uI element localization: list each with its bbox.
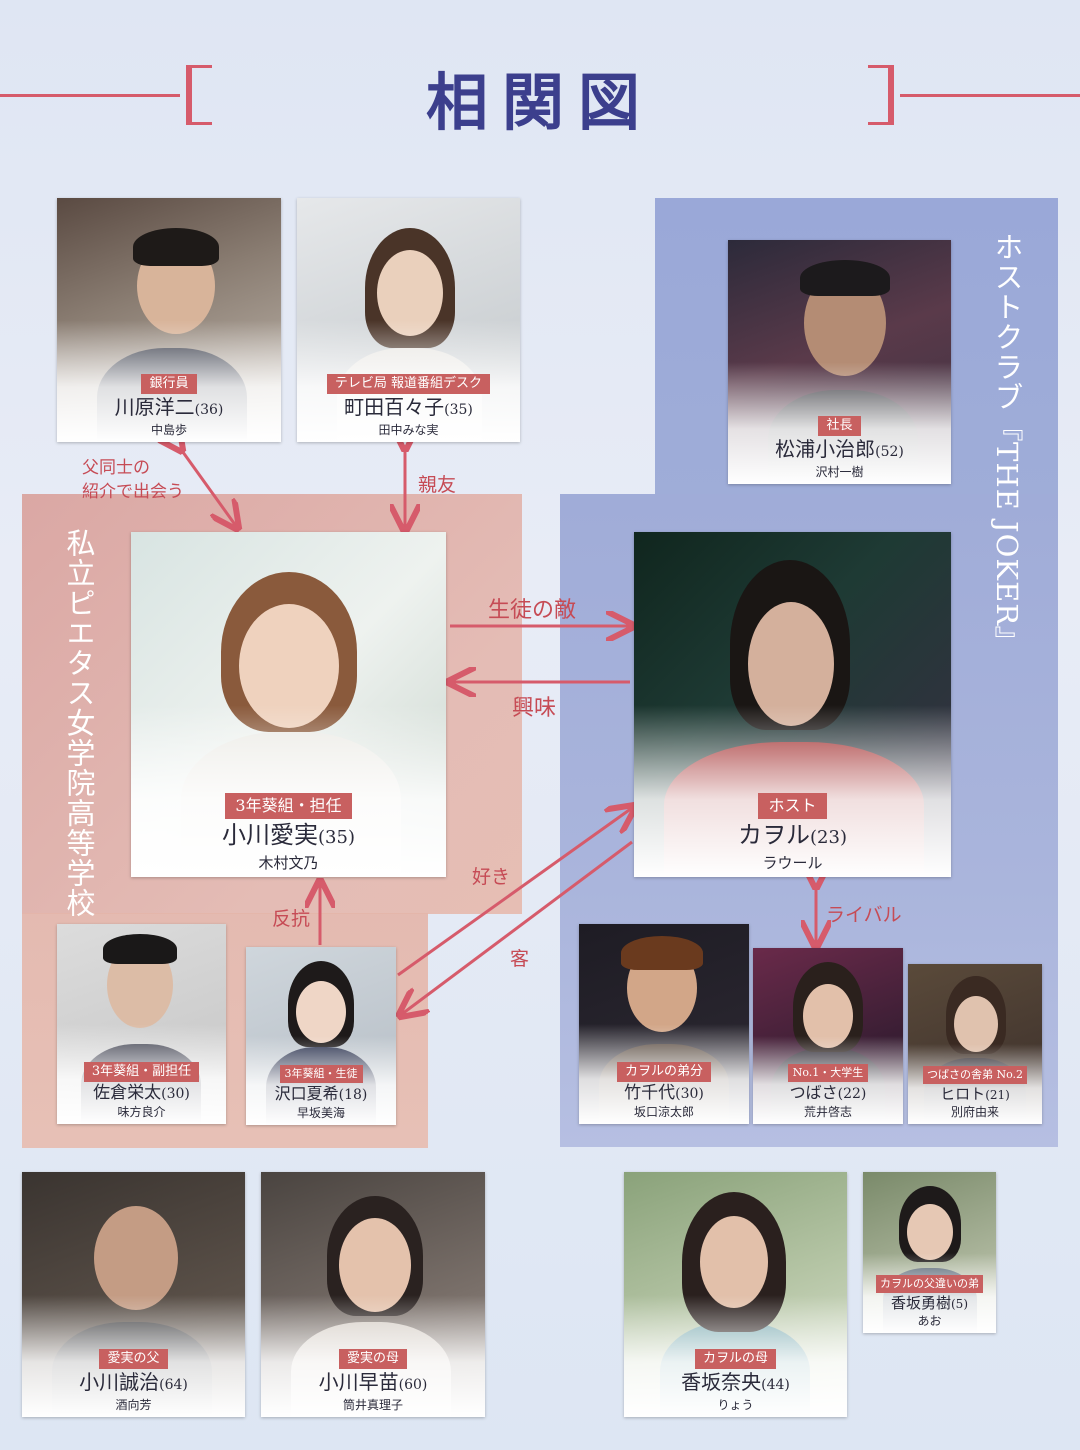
character-card-ogawa-seiji[interactable]: 愛実の父 小川誠治(64) 酒向芳 <box>22 1172 245 1417</box>
title-line-right <box>900 94 1080 97</box>
actor-name: 沢村一樹 <box>815 465 864 479</box>
character-age: (36) <box>194 402 224 418</box>
character-card-kousaka-nao[interactable]: カヲルの母 香坂奈央(44) りょう <box>624 1172 847 1417</box>
character-age: (64) <box>159 1377 188 1393</box>
actor-name: ラウール <box>762 854 823 872</box>
character-age: (52) <box>875 444 904 460</box>
page-title: 相関図 <box>425 66 654 139</box>
relation-customer: 客 <box>510 948 530 970</box>
actor-name: 田中みな実 <box>378 423 439 437</box>
character-card-kawahara[interactable]: 銀行員 川原洋二(36) 中島歩 <box>57 198 281 442</box>
character-name: 佐倉栄太 <box>93 1083 162 1103</box>
title-bracket-left <box>186 65 212 125</box>
relation-rival: ライバル <box>826 904 902 926</box>
character-name: 町田百々子 <box>344 395 445 419</box>
character-age: (21) <box>985 1088 1010 1102</box>
actor-name: 酒向芳 <box>115 1398 152 1412</box>
character-age: (60) <box>398 1377 428 1393</box>
character-name: 沢口夏希 <box>274 1084 339 1103</box>
character-name: カヲル <box>738 821 811 849</box>
title-bracket-right <box>868 65 894 125</box>
character-name: 香坂勇樹 <box>890 1294 951 1312</box>
character-card-machida[interactable]: テレビ局 報道番組デスク 町田百々子(35) 田中みな実 <box>297 198 520 442</box>
character-age: (30) <box>161 1086 190 1102</box>
actor-name: 荒井啓志 <box>803 1105 852 1119</box>
actor-name: 味方良介 <box>117 1105 166 1119</box>
character-card-ogawa-sanae[interactable]: 愛実の母 小川早苗(60) 筒井真理子 <box>261 1172 485 1417</box>
school-group-label: 私立ピエタス女学院高等学校 <box>62 528 96 918</box>
actor-name: りょう <box>717 1398 754 1412</box>
character-card-takechiyo[interactable]: カヲルの弟分 竹千代(30) 坂口涼太郎 <box>579 924 749 1124</box>
character-card-hiroto[interactable]: つばさの舎弟 No.2 ヒロト(21) 別府由来 <box>908 964 1042 1124</box>
role-badge: カヲルの父違いの弟 <box>876 1275 983 1293</box>
arrow-likes <box>397 808 632 977</box>
character-card-ogawa-manami[interactable]: 3年葵組・担任 小川愛実(35) 木村文乃 <box>131 532 446 877</box>
role-badge: 3年葵組・担任 <box>225 793 352 819</box>
role-badge: カヲルの弟分 <box>616 1062 711 1082</box>
character-age: (35) <box>444 402 473 418</box>
role-badge: 3年葵組・生徒 <box>279 1065 363 1083</box>
role-badge: 愛実の母 <box>338 1349 407 1369</box>
relation-enemy-of-students: 生徒の敵 <box>488 598 577 623</box>
relation-best-friend: 親友 <box>418 474 457 496</box>
title-line-left <box>0 94 180 97</box>
character-name: 竹千代 <box>624 1083 676 1103</box>
character-name: 松浦小治郎 <box>775 437 876 461</box>
character-name: つばさ <box>789 1083 838 1102</box>
role-badge: ホスト <box>758 793 827 819</box>
character-card-kaoru[interactable]: ホスト カヲル(23) ラウール <box>634 532 951 877</box>
role-badge: テレビ局 報道番組デスク <box>326 374 491 394</box>
role-badge: 銀行員 <box>141 374 197 394</box>
character-card-sawaguchi[interactable]: 3年葵組・生徒 沢口夏希(18) 早坂美海 <box>246 947 396 1125</box>
character-card-tsubasa[interactable]: No.1・大学生 つばさ(22) 荒井啓志 <box>753 948 903 1124</box>
role-badge: 3年葵組・副担任 <box>83 1062 200 1082</box>
actor-name: 木村文乃 <box>258 854 319 872</box>
character-age: (35) <box>318 827 355 848</box>
role-badge: 社長 <box>818 416 861 436</box>
character-age: (44) <box>761 1377 790 1393</box>
role-badge: カヲルの母 <box>694 1349 776 1369</box>
character-name: ヒロト <box>940 1085 986 1103</box>
character-age: (23) <box>810 827 847 848</box>
character-age: (18) <box>338 1087 368 1103</box>
character-card-sakura[interactable]: 3年葵組・副担任 佐倉栄太(30) 味方良介 <box>57 924 226 1124</box>
arrow-fathers-intro <box>180 448 236 526</box>
actor-name: 別府由来 <box>950 1105 999 1119</box>
actor-name: あお <box>917 1314 942 1328</box>
actor-name: 中島歩 <box>150 423 187 437</box>
host-club-group-label: ホストクラブ『THE JOKER』 <box>990 232 1024 657</box>
relation-rebellion: 反抗 <box>272 908 311 930</box>
actor-name: 早坂美海 <box>296 1106 345 1120</box>
relation-likes: 好き <box>472 866 511 888</box>
character-name: 香坂奈央 <box>681 1370 762 1394</box>
character-card-kousaka-yuki[interactable]: カヲルの父違いの弟 香坂勇樹(5) あお <box>863 1172 996 1333</box>
character-name: 小川早苗 <box>318 1370 399 1394</box>
character-card-matsuura[interactable]: 社長 松浦小治郎(52) 沢村一樹 <box>728 240 951 484</box>
character-age: (5) <box>951 1297 968 1311</box>
actor-name: 坂口涼太郎 <box>633 1105 694 1119</box>
character-age: (30) <box>675 1086 704 1102</box>
relation-interest: 興味 <box>512 696 557 721</box>
character-name: 小川誠治 <box>79 1370 160 1394</box>
arrow-customer <box>402 840 633 1014</box>
character-age: (22) <box>837 1086 867 1102</box>
relation-fathers-intro: 父同士の 紹介で出会う <box>82 458 184 502</box>
role-badge: No.1・大学生 <box>787 1064 869 1082</box>
character-name: 川原洋二 <box>114 395 195 419</box>
character-name: 小川愛実 <box>222 821 319 849</box>
role-badge: 愛実の父 <box>99 1349 168 1369</box>
actor-name: 筒井真理子 <box>342 1398 403 1412</box>
role-badge: つばさの舎弟 No.2 <box>922 1066 1028 1084</box>
